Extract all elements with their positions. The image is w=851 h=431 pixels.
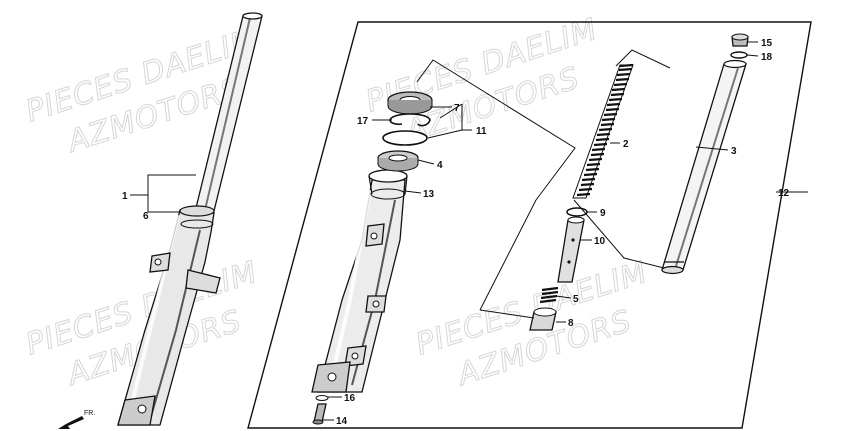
socket-bolt (312, 395, 329, 425)
washer-ring (382, 130, 428, 146)
rebound-spring (539, 286, 559, 304)
o-ring (730, 51, 748, 59)
part-label-5: 5 (573, 294, 579, 305)
part-label-16: 16 (344, 393, 356, 404)
part-labels: 1 2 3 4 5 6 7 8 9 10 11 12 13 14 15 16 1… (122, 38, 790, 427)
part-label-7: 7 (454, 103, 460, 114)
bush (377, 150, 419, 172)
assembled-fork (117, 12, 263, 426)
inner-tube (661, 59, 747, 275)
group-bracket-upper (416, 59, 576, 201)
oil-seal (387, 91, 433, 115)
part-label-8: 8 (568, 318, 574, 329)
part-label-10: 10 (594, 236, 606, 247)
stopper-ring (389, 113, 431, 127)
group-bracket-lower (479, 199, 537, 319)
part-label-1: 1 (122, 191, 128, 202)
part-label-4: 4 (437, 160, 443, 171)
exploded-frame (247, 21, 812, 429)
leader-lines (130, 41, 808, 421)
part-label-18: 18 (761, 52, 773, 63)
part-label-13: 13 (423, 189, 435, 200)
part-label-17: 17 (357, 116, 369, 127)
front-direction-indicator: FR. (58, 410, 95, 429)
part-label-3: 3 (731, 146, 737, 157)
fork-spring (572, 63, 634, 199)
part-label-6: 6 (143, 211, 149, 222)
part-label-14: 14 (336, 416, 348, 427)
oil-lock-piece (529, 307, 557, 331)
part-label-15: 15 (761, 38, 773, 49)
part-label-12: 12 (778, 188, 790, 199)
part-label-9: 9 (600, 208, 606, 219)
fork-bolt (731, 33, 749, 47)
front-label: FR. (84, 410, 95, 417)
part-label-11: 11 (476, 126, 487, 137)
outer-slider (311, 169, 408, 393)
fork-piston (557, 216, 585, 283)
group-bracket-spring (573, 49, 671, 269)
part-label-2: 2 (623, 139, 629, 150)
front-arrow-icon (58, 416, 84, 429)
